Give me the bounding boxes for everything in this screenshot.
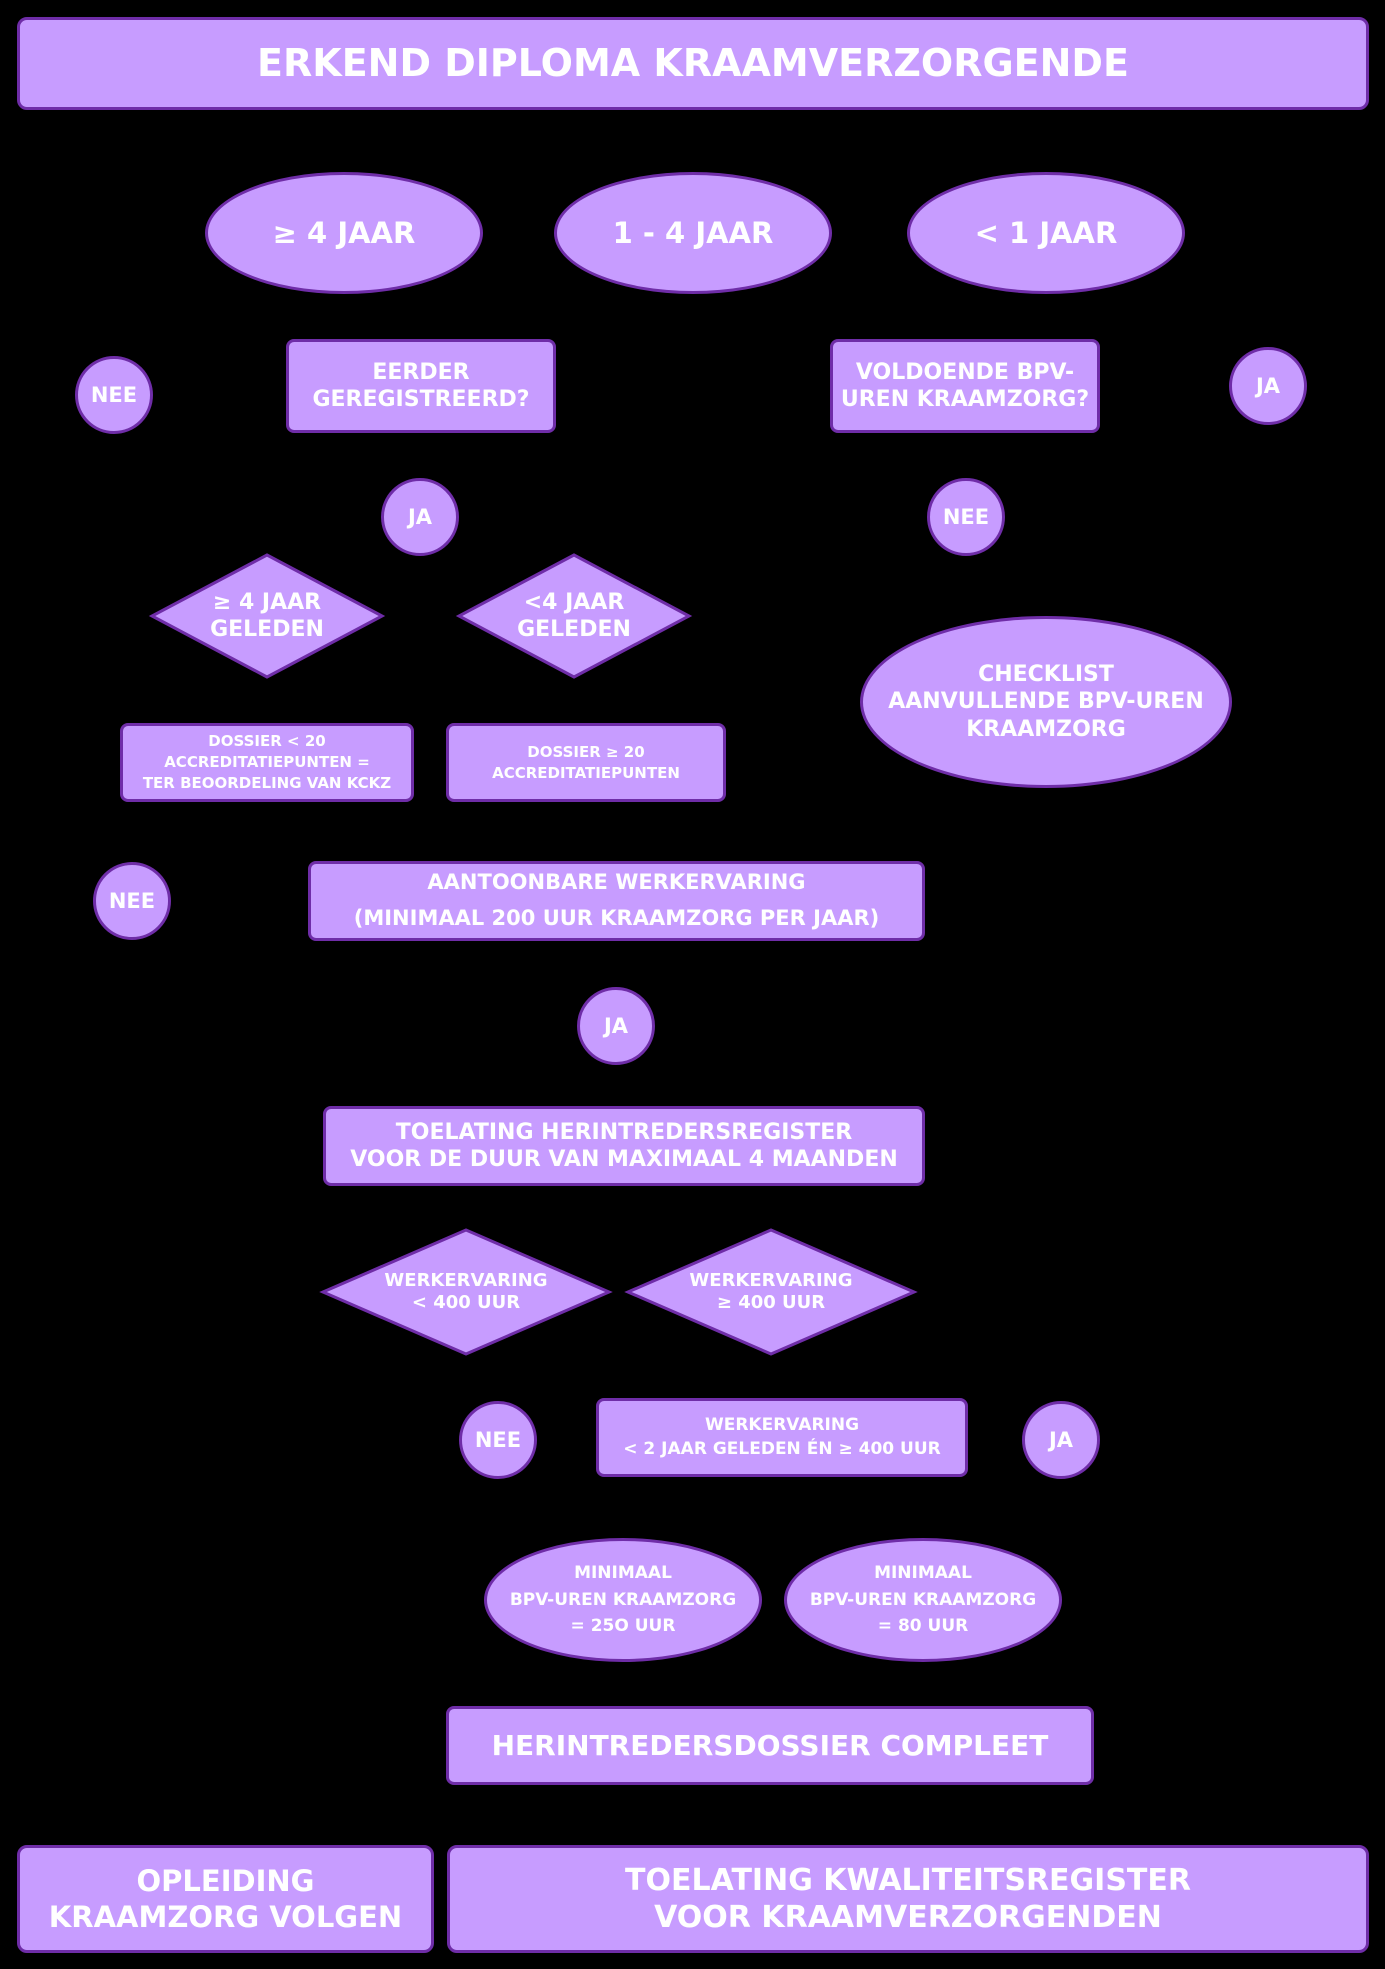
registered-question: EERDER GEREGISTREERD? (286, 339, 556, 433)
admission-reentry-box: TOELATING HERINTREDERSREGISTER VOOR DE D… (323, 1106, 925, 1186)
answer-nee-experience: NEE (93, 862, 171, 940)
recent-experience-box: WERKERVARING < 2 JAAR GELEDEN ÉN ≥ 400 U… (596, 1398, 968, 1477)
answer-nee-lt400: NEE (459, 1401, 537, 1479)
outcome-training-box: OPLEIDING KRAAMZORG VOLGEN (17, 1845, 434, 1953)
answer-ja-recent: JA (1022, 1401, 1100, 1479)
minimum-250-hours-node: MINIMAAL BPV-UREN KRAAMZORG = 25O UUR (484, 1538, 762, 1662)
decision-lt400-diamond (319, 1228, 613, 1356)
decision-ge400-label: WERKERVARING ≥ 400 UUR (689, 1269, 853, 1314)
checklist-node: CHECKLIST AANVULLENDE BPV-UREN KRAAMZORG (860, 616, 1232, 788)
decision-ge400-diamond (624, 1228, 918, 1356)
answer-ja-bpv: JA (1229, 347, 1307, 425)
bpv-hours-question: VOLDOENDE BPV- UREN KRAAMZORG? (830, 339, 1100, 433)
outcome-quality-register-box: TOELATING KWALITEITSREGISTER VOOR KRAAMV… (447, 1845, 1369, 1953)
duration-1-4-node: 1 - 4 JAAR (554, 172, 832, 294)
duration-lt1-node: < 1 JAAR (907, 172, 1185, 294)
answer-nee-registered: NEE (75, 356, 153, 434)
duration-ge4-node: ≥ 4 JAAR (205, 172, 483, 294)
decision-lt4-ago-diamond (455, 553, 693, 679)
minimum-80-hours-node: MINIMAAL BPV-UREN KRAAMZORG = 80 UUR (784, 1538, 1062, 1662)
decision-lt4-ago-label: <4 JAAR GELEDEN (517, 589, 631, 643)
decision-lt400-label: WERKERVARING < 400 UUR (384, 1269, 548, 1314)
answer-ja-registered: JA (381, 478, 459, 556)
dossier-lt20-box: DOSSIER < 20 ACCREDITATIEPUNTEN = TER BE… (120, 723, 414, 802)
title-box: ERKEND DIPLOMA KRAAMVERZORGENDE (17, 17, 1369, 110)
answer-ja-experience: JA (577, 987, 655, 1065)
dossier-ge20-box: DOSSIER ≥ 20 ACCREDITATIEPUNTEN (446, 723, 726, 802)
decision-ge4-ago-diamond (148, 553, 386, 679)
work-experience-box: AANTOONBARE WERKERVARING (MINIMAAL 200 U… (308, 861, 925, 941)
decision-ge4-ago-label: ≥ 4 JAAR GELEDEN (210, 589, 324, 643)
answer-nee-bpv: NEE (927, 478, 1005, 556)
dossier-complete-box: HERINTREDERSDOSSIER COMPLEET (446, 1706, 1094, 1785)
